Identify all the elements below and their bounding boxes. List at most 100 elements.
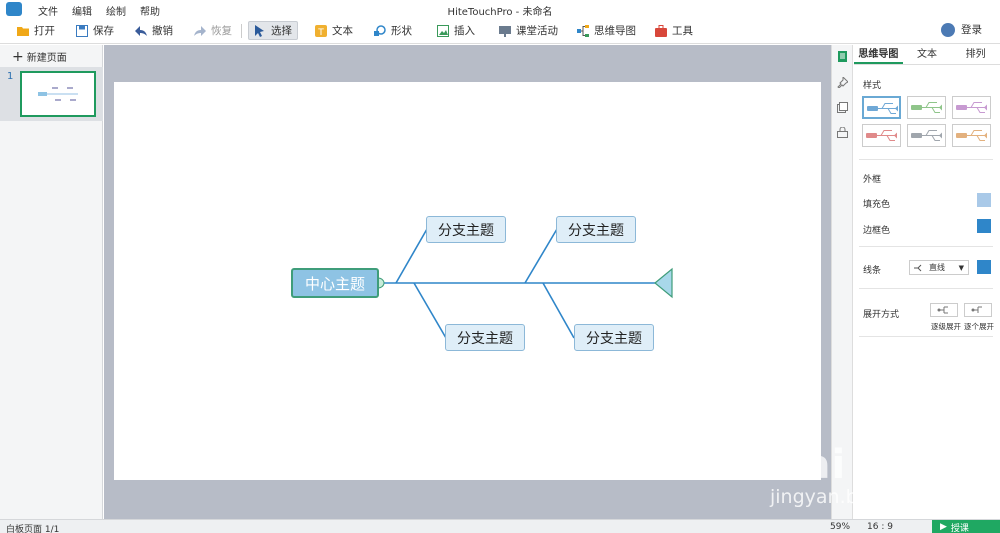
folder-icon [17, 26, 29, 36]
property-tabs: 思维导图 文本 排列 [854, 45, 1000, 65]
teach-button[interactable]: ▶ 授课 [932, 520, 1000, 533]
tab-text[interactable]: 文本 [917, 49, 937, 60]
branch-topic-node[interactable]: 分支主题 [574, 324, 654, 351]
tools-label: 工具 [672, 25, 693, 37]
menu-file[interactable]: 文件 [38, 7, 58, 18]
center-topic-node[interactable]: 中心主题 [291, 268, 379, 298]
shape-label: 形状 [391, 25, 412, 37]
board-icon [499, 25, 511, 37]
menu-edit[interactable]: 编辑 [72, 7, 92, 18]
style-preview-icon [956, 102, 987, 113]
line-style-icon [914, 264, 922, 271]
cursor-arrow-icon [255, 24, 264, 37]
menu-help[interactable]: 帮助 [140, 7, 160, 18]
style-preview-icon [866, 130, 897, 141]
fill-color-picker[interactable] [977, 193, 991, 207]
expand-level-button[interactable] [930, 303, 958, 317]
page-thumbnail-item[interactable]: 1 [0, 67, 103, 121]
style-preview-icon [867, 103, 898, 114]
style-preview-icon [956, 130, 987, 141]
connector-top-left [395, 228, 428, 284]
document-icon[interactable] [837, 51, 848, 62]
border-section-label: 外框 [863, 175, 882, 185]
open-label: 打开 [34, 25, 55, 37]
page-indicator: 白板页面 1/1 [6, 525, 60, 533]
redo-label: 恢复 [211, 25, 232, 37]
save-label: 保存 [93, 25, 114, 37]
style-swatch[interactable] [952, 96, 991, 119]
style-swatch[interactable] [862, 124, 901, 147]
line-type-select[interactable]: 直线 ▼ [909, 260, 969, 275]
shape-icon [374, 24, 386, 36]
image-insert-icon [437, 24, 449, 37]
expand-mode-label: 展开方式 [863, 310, 900, 320]
new-page-button[interactable]: + 新建页面 [12, 48, 67, 65]
style-swatch[interactable] [907, 124, 946, 147]
fill-color-label: 填充色 [863, 200, 891, 210]
style-swatch[interactable] [907, 96, 946, 119]
layer-icon[interactable] [837, 102, 848, 113]
style-swatch[interactable] [952, 124, 991, 147]
undo-icon [135, 25, 147, 36]
redo-button[interactable]: 恢复 [189, 21, 237, 40]
style-section-label: 样式 [863, 81, 882, 91]
svg-text:T: T [317, 28, 324, 37]
mindmap-connectors [371, 228, 673, 339]
play-icon: ▶ [940, 522, 947, 532]
pin-icon[interactable] [837, 77, 848, 88]
line-color-picker[interactable] [977, 260, 991, 274]
text-tool-button[interactable]: T 文本 [310, 21, 358, 40]
tools-button[interactable]: 工具 [650, 21, 698, 40]
text-icon: T [315, 24, 327, 37]
stroke-color-picker[interactable] [977, 219, 991, 233]
login-button[interactable]: 登录 [941, 22, 982, 37]
save-button[interactable]: 保存 [71, 21, 119, 40]
aspect-ratio-select[interactable]: 16 : 9 [867, 522, 893, 532]
page-list-panel: + 新建页面 1 [0, 45, 103, 519]
teach-label: 授课 [950, 523, 969, 533]
plus-icon: + [12, 48, 24, 65]
mindmap-icon [577, 24, 589, 37]
tab-arrange[interactable]: 排列 [965, 49, 986, 60]
property-panel: 思维导图 文本 排列 样式 外框 填充色 边框色 线条 直线 ▼ 展开方式 逐级… [854, 45, 1000, 519]
select-tool-button[interactable]: 选择 [248, 21, 298, 40]
connector-bottom-right [542, 282, 575, 339]
select-label: 选择 [271, 25, 292, 37]
tab-mindmap[interactable]: 思维导图 [854, 45, 903, 64]
save-icon [76, 24, 88, 37]
page-thumbnail[interactable] [20, 71, 96, 117]
stroke-color-label: 边框色 [863, 226, 891, 236]
menu-draw[interactable]: 绘制 [106, 7, 126, 18]
mindmap-button[interactable]: 思维导图 [572, 21, 641, 40]
style-preview-icon [911, 130, 942, 141]
branch-topic-node[interactable]: 分支主题 [426, 216, 506, 243]
toolbox-icon [655, 24, 667, 37]
status-bar: 白板页面 1/1 59% 16 : 9 ▶ 授课 [0, 519, 1000, 533]
redo-icon [194, 25, 206, 36]
fish-head-shape[interactable] [654, 267, 673, 299]
menu-bar: 文件 编辑 绘制 帮助 [38, 3, 160, 18]
page-number: 1 [7, 71, 14, 82]
user-avatar-icon [941, 22, 955, 37]
property-icon-column [831, 45, 853, 519]
lock-layer-icon[interactable] [837, 127, 848, 138]
text-label: 文本 [332, 25, 353, 37]
class-activity-button[interactable]: 课堂活动 [494, 21, 563, 40]
open-button[interactable]: 打开 [12, 21, 60, 40]
workspace-area: 中心主题 分支主题 分支主题 分支主题 分支主题 [104, 45, 831, 519]
divider [859, 336, 993, 337]
toolbar: 打开 保存 撤销 恢复 选择 T 文本 形状 插入 课堂活动 思维导图 工具 [0, 18, 1000, 44]
app-logo-icon [6, 2, 22, 16]
title-bar: 文件 编辑 绘制 帮助 HiteTouchPro - 未命名 [0, 0, 1000, 18]
line-section-label: 线条 [863, 266, 882, 276]
branch-topic-node[interactable]: 分支主题 [556, 216, 636, 243]
expand-each-button[interactable] [964, 303, 992, 317]
divider [859, 159, 993, 160]
zoom-level-select[interactable]: 59% [830, 522, 851, 532]
whiteboard-canvas[interactable]: 中心主题 分支主题 分支主题 分支主题 分支主题 [114, 82, 821, 480]
shape-tool-button[interactable]: 形状 [369, 21, 417, 40]
undo-button[interactable]: 撤销 [130, 21, 178, 40]
branch-topic-node[interactable]: 分支主题 [445, 324, 525, 351]
insert-button[interactable]: 插入 [432, 21, 480, 40]
style-swatch[interactable] [862, 96, 901, 119]
